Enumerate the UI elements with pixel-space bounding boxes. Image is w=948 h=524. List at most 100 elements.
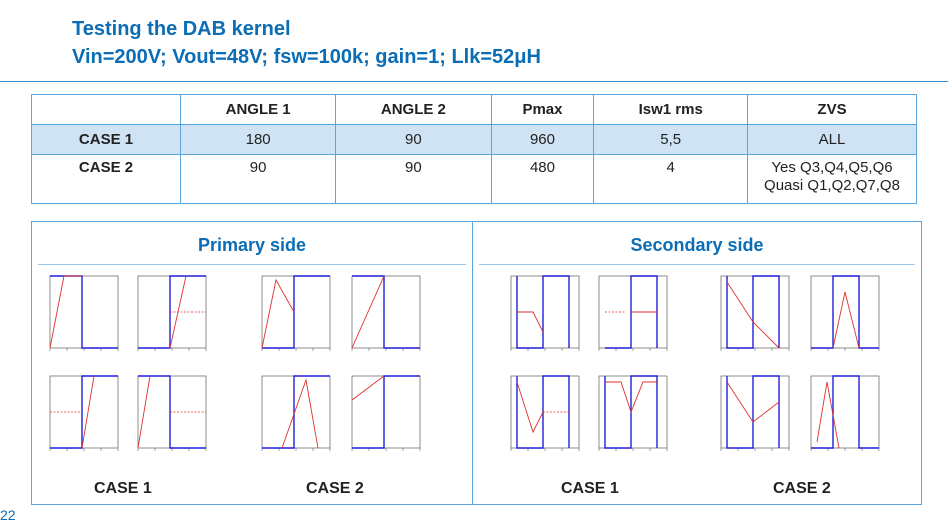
waveform-svg xyxy=(137,375,207,451)
waveform-plot xyxy=(591,372,671,460)
waveform-svg xyxy=(810,275,880,351)
secondary-side-panel: Secondary side CASE 1 CASE 2 xyxy=(472,221,922,505)
plot-frame xyxy=(261,375,331,449)
voltage-trace xyxy=(281,378,319,449)
waveform-plot xyxy=(803,372,883,460)
waveform-plot xyxy=(130,372,210,460)
row-label: CASE 2 xyxy=(31,154,181,204)
voltage-trace xyxy=(832,291,860,349)
plot-frame xyxy=(351,375,421,449)
plot-frame xyxy=(261,275,331,349)
slide-title: Testing the DAB kernel xyxy=(72,18,291,40)
table-header: ANGLE 2 xyxy=(335,94,492,125)
comparison-table: ANGLE 1 ANGLE 2 Pmax Isw1 rms ZVS CASE 1… xyxy=(31,94,917,204)
page-number: 22 xyxy=(0,507,16,523)
gate-signal-trace xyxy=(605,275,658,349)
waveform-plot xyxy=(803,272,883,360)
waveform-svg xyxy=(720,375,790,451)
voltage-trace xyxy=(351,275,385,349)
waveform-plot xyxy=(503,272,583,360)
waveform-plot xyxy=(130,272,210,360)
waveform-plot xyxy=(42,372,122,460)
table-cell: 90 xyxy=(335,154,492,204)
case-label: CASE 2 xyxy=(306,480,364,497)
gate-signal-trace xyxy=(726,375,780,449)
table-cell: ALL xyxy=(747,124,917,155)
waveform-plot xyxy=(591,272,671,360)
plot-frame xyxy=(49,275,119,349)
voltage-trace xyxy=(261,278,295,349)
primary-side-panel: Primary side CASE 1 CASE 2 xyxy=(31,221,473,505)
table-header: ANGLE 1 xyxy=(179,94,337,125)
waveform-svg xyxy=(810,375,880,451)
table-header-row: ANGLE 1 ANGLE 2 Pmax Isw1 rms ZVS xyxy=(31,94,917,125)
voltage-trace xyxy=(137,375,151,449)
waveform-svg xyxy=(510,375,580,451)
table-header-blank xyxy=(31,94,181,125)
waveform-svg xyxy=(510,275,580,351)
waveform-svg xyxy=(351,375,421,451)
table-row: CASE 2 90 90 480 4 Yes Q3,Q4,Q5,Q6 Quasi… xyxy=(31,154,917,204)
gate-signal-trace xyxy=(262,375,330,449)
plot-frame xyxy=(810,375,880,449)
waveform-plot xyxy=(503,372,583,460)
voltage-trace xyxy=(516,381,544,434)
waveform-svg xyxy=(598,275,668,351)
plot-frame xyxy=(810,275,880,349)
waveform-plot xyxy=(713,372,793,460)
panel-title: Primary side xyxy=(197,235,307,255)
table-header: Isw1 rms xyxy=(593,94,748,125)
gate-signal-trace xyxy=(50,275,118,349)
zvs-yes-text: Yes Q3,Q4,Q5,Q6 xyxy=(771,159,893,176)
gate-signal-trace xyxy=(726,275,780,349)
panel-title: Secondary side xyxy=(630,235,764,255)
table-cell: 90 xyxy=(179,154,337,204)
waveform-plot xyxy=(344,372,424,460)
case-label: CASE 1 xyxy=(94,480,152,497)
table-cell: 5,5 xyxy=(593,124,748,155)
waveform-svg xyxy=(49,375,119,451)
table-cell: 180 xyxy=(179,124,337,155)
voltage-trace xyxy=(517,311,544,333)
gate-signal-trace xyxy=(516,275,570,349)
table-cell: 960 xyxy=(490,124,595,155)
slide-subtitle: Vin=200V; Vout=48V; fsw=100k; gain=1; Ll… xyxy=(72,46,541,68)
case-label: CASE 1 xyxy=(561,480,619,497)
table-row: CASE 1 180 90 960 5,5 ALL xyxy=(31,124,917,155)
title-divider xyxy=(0,81,948,82)
row-label: CASE 1 xyxy=(31,124,181,155)
panel-divider xyxy=(479,264,915,265)
gate-signal-trace xyxy=(352,275,420,349)
gate-signal-trace xyxy=(352,375,420,449)
waveform-plot xyxy=(254,372,334,460)
waveform-svg xyxy=(137,275,207,351)
voltage-trace xyxy=(49,275,82,349)
plot-frame xyxy=(351,275,421,349)
case-label: CASE 2 xyxy=(773,480,831,497)
gate-signal-trace xyxy=(811,375,879,449)
voltage-trace xyxy=(351,375,385,401)
voltage-trace xyxy=(816,381,840,449)
panel-divider xyxy=(38,264,466,265)
waveform-svg xyxy=(49,275,119,351)
voltage-trace xyxy=(726,281,780,349)
gate-signal-trace xyxy=(811,275,879,349)
waveform-plot xyxy=(254,272,334,360)
voltage-trace xyxy=(605,381,657,414)
waveform-svg xyxy=(351,275,421,351)
waveform-plot xyxy=(713,272,793,360)
waveform-svg xyxy=(720,275,790,351)
table-cell: Yes Q3,Q4,Q5,Q6 Quasi Q1,Q2,Q7,Q8 xyxy=(747,154,917,204)
table-cell: 4 xyxy=(593,154,748,204)
waveform-svg xyxy=(598,375,668,451)
zvs-quasi-text: Quasi Q1,Q2,Q7,Q8 xyxy=(764,177,900,194)
waveform-svg xyxy=(261,275,331,351)
table-header: Pmax xyxy=(490,94,595,125)
waveform-plot xyxy=(42,272,122,360)
table-cell: 90 xyxy=(335,124,492,155)
table-header: ZVS xyxy=(747,94,917,125)
voltage-trace xyxy=(726,381,780,423)
table-cell: 480 xyxy=(490,154,595,204)
waveform-svg xyxy=(261,375,331,451)
waveform-plot xyxy=(344,272,424,360)
